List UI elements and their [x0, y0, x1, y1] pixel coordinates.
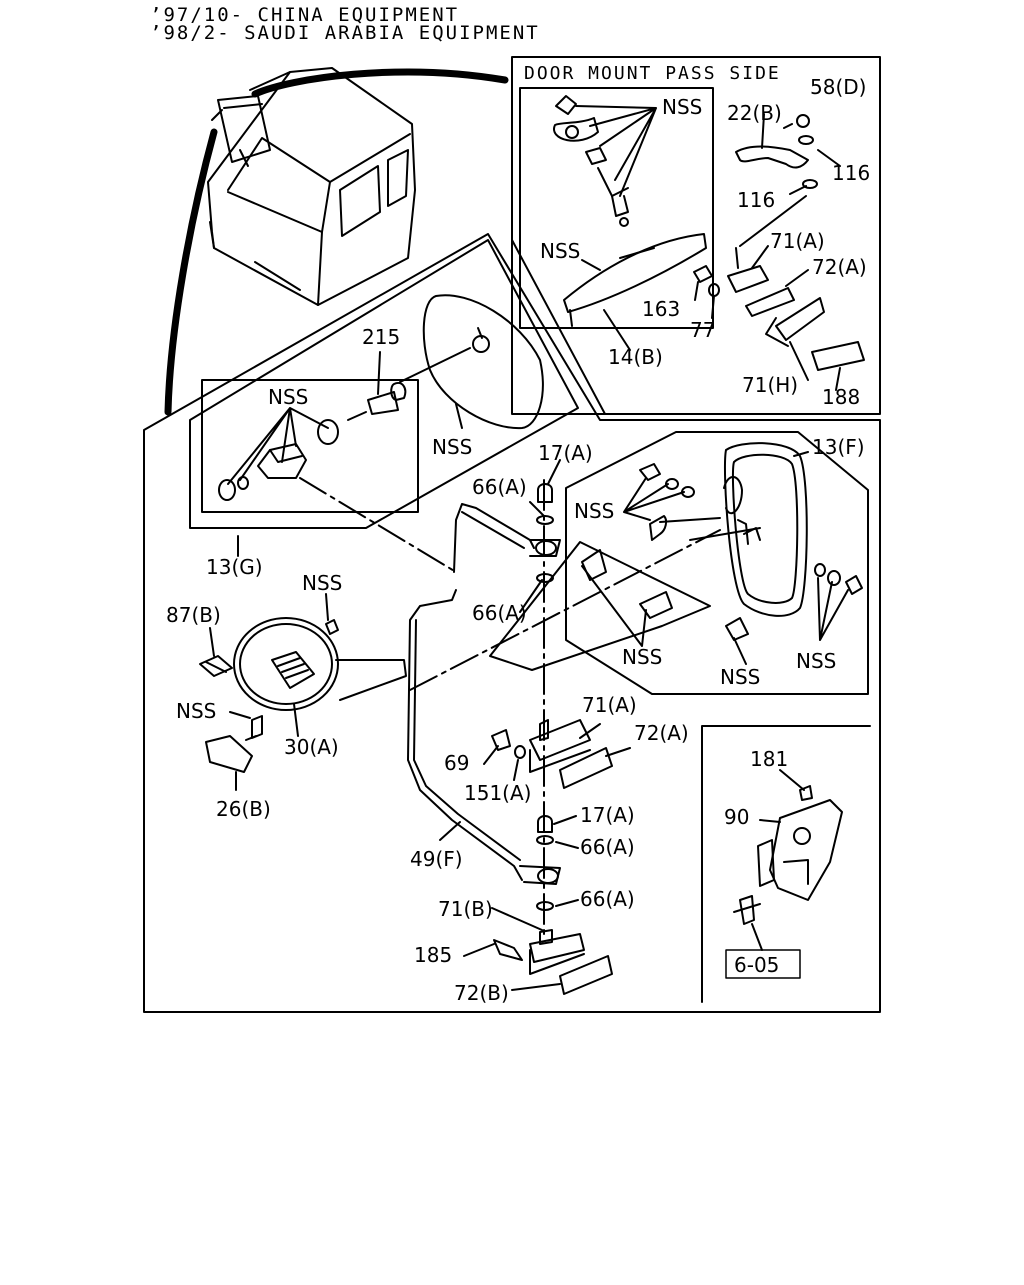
- stay-part-72a-label: 72(A): [634, 721, 689, 745]
- part-116-a-label: 116: [832, 161, 870, 185]
- leaders-round-mirror: [209, 593, 329, 791]
- leaders-bracket: [751, 769, 805, 951]
- part-71b-label: 71(B): [438, 897, 493, 921]
- part-71h-label: 71(H): [742, 373, 798, 397]
- truck-cab-illustration: [207, 67, 416, 306]
- leaders-left-assembly: [227, 351, 463, 557]
- part-185-label: 185: [414, 943, 452, 967]
- part-14b-label: 14(B): [608, 345, 663, 369]
- pass-nss-top-label: NSS: [662, 95, 702, 119]
- part-22b-label: 22(B): [727, 101, 782, 125]
- pass-side-bolt-stack: [553, 95, 707, 327]
- pass-part-71a-label: 71(A): [770, 229, 825, 253]
- right-nss-upper-label: NSS: [574, 499, 614, 523]
- part-69-label: 69: [444, 751, 469, 775]
- stay-part-66a-2-label: 66(A): [472, 601, 527, 625]
- mirror-stay-rod: [407, 503, 561, 885]
- leaders-right-assembly: [581, 451, 849, 665]
- part-116-b-label: 116: [737, 188, 775, 212]
- left-sub-box: [201, 379, 419, 513]
- pass-nss-mirror-label: NSS: [540, 239, 580, 263]
- inset-pass-side-border: [511, 56, 881, 415]
- right-assembly-box: [565, 431, 869, 695]
- stay-part-66a-1-label: 66(A): [472, 475, 527, 499]
- part-49f-label: 49(F): [410, 847, 463, 871]
- left-assembly-box: [189, 239, 579, 529]
- rectangular-mirror-left: [218, 294, 544, 501]
- right-nss-bracket-label: NSS: [622, 645, 662, 669]
- part-77-label: 77: [690, 318, 715, 342]
- part-215-label: 215: [362, 325, 400, 349]
- inset-sub-box: [519, 87, 714, 329]
- stay-hardware: [491, 483, 613, 995]
- mirror-bracket: [733, 785, 843, 925]
- right-nss-clip-label: NSS: [720, 665, 760, 689]
- stay-part-66a-3-label: 66(A): [580, 835, 635, 859]
- part-90-label: 90: [724, 805, 749, 829]
- part-87b-label: 87(B): [166, 603, 221, 627]
- inset-pass-side-title: DOOR MOUNT PASS SIDE: [524, 63, 781, 84]
- left-nss-bolts-label: NSS: [268, 385, 308, 409]
- stay-part-71a-label: 71(A): [582, 693, 637, 717]
- part-163-label: 163: [642, 297, 680, 321]
- leader-nss-mirror: [581, 259, 601, 271]
- round-nss-screw-label: NSS: [176, 699, 216, 723]
- leader-cab-to-assembly: [164, 128, 218, 416]
- bracket-inset-border: [701, 725, 871, 1003]
- header-line-saudi: ’98/2- SAUDI ARABIA EQUIPMENT: [150, 22, 540, 44]
- stay-part-17a-low-label: 17(A): [580, 803, 635, 827]
- left-nss-mirror-label: NSS: [432, 435, 472, 459]
- part-151a-label: 151(A): [464, 781, 531, 805]
- part-72b-label: 72(B): [454, 981, 509, 1005]
- leaders-stay: [439, 459, 631, 991]
- stay-part-17a-top-label: 17(A): [538, 441, 593, 465]
- ref-605-label: 6-05: [734, 953, 779, 977]
- part-13g-label: 13(G): [206, 555, 263, 579]
- part-188-label: 188: [822, 385, 860, 409]
- main-frame-border: [143, 233, 881, 1013]
- pass-part-72a-label: 72(A): [812, 255, 867, 279]
- part-58d-label: 58(D): [810, 75, 866, 99]
- round-nss-top-label: NSS: [302, 571, 342, 595]
- leaders-pass-side-arm: [694, 113, 841, 391]
- part-13f-label: 13(F): [812, 435, 865, 459]
- ref-605-box: [725, 949, 801, 979]
- right-nss-nuts-label: NSS: [796, 649, 836, 673]
- rectangular-mirror-right: [489, 442, 863, 671]
- leader-nss-top: [575, 105, 657, 197]
- header-line-china: ’97/10- CHINA EQUIPMENT: [150, 4, 460, 26]
- pass-side-arm-parts: [693, 114, 865, 371]
- leader-cab-to-inset: [251, 68, 509, 98]
- round-mirror: [199, 617, 407, 773]
- part-26b-label: 26(B): [216, 797, 271, 821]
- stay-part-66a-4-label: 66(A): [580, 887, 635, 911]
- inset-diagonal-line: [511, 239, 606, 415]
- part-181-label: 181: [750, 747, 788, 771]
- part-30a-label: 30(A): [284, 735, 339, 759]
- leader-14b: [603, 309, 631, 351]
